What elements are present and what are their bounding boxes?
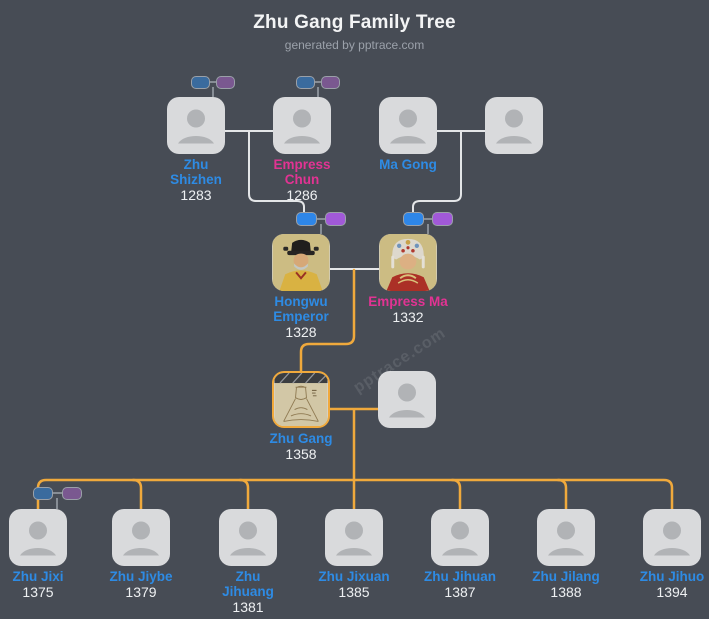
- person-name: Zhu Jihuan: [424, 569, 496, 584]
- person-name: Ma Gong: [379, 157, 437, 172]
- person-silhouette-icon: [548, 521, 584, 556]
- drop-line-child-6: [556, 478, 568, 511]
- person-silhouette-icon: [389, 383, 425, 418]
- person-silhouette-icon: [496, 109, 532, 144]
- person-name: Zhu Jiybe: [109, 569, 173, 584]
- person-birth-year: 1332: [392, 309, 424, 325]
- person-silhouette-icon: [230, 521, 266, 556]
- person-node-empress-ma: Empress Ma 1332: [368, 234, 448, 325]
- person-avatar[interactable]: [537, 509, 595, 566]
- person-silhouette-icon: [284, 109, 320, 144]
- person-birth-year: 1286: [286, 187, 318, 203]
- person-silhouette-icon: [654, 521, 690, 556]
- person-birth-year: 1375: [22, 584, 54, 600]
- person-avatar[interactable]: [272, 234, 330, 291]
- person-avatar-highlighted[interactable]: [272, 371, 330, 428]
- male-pill-icon[interactable]: [33, 487, 53, 500]
- drop-line-child-3: [238, 478, 250, 511]
- emperor-painting-portrait: [272, 234, 330, 291]
- spouse-pills-hongwu: [296, 212, 346, 226]
- person-name: Zhu Shizhen: [170, 157, 222, 187]
- female-pill-icon[interactable]: [432, 212, 453, 226]
- male-pill-icon[interactable]: [296, 212, 317, 226]
- person-avatar[interactable]: [273, 97, 331, 154]
- empress-painting-portrait: [379, 234, 437, 291]
- male-pill-icon[interactable]: [403, 212, 424, 226]
- female-pill-icon[interactable]: [216, 76, 235, 89]
- person-name: Zhu Jihuo: [639, 569, 705, 584]
- male-pill-icon[interactable]: [296, 76, 315, 89]
- person-name: Empress Ma: [368, 294, 448, 309]
- person-birth-year: 1358: [285, 446, 317, 462]
- person-silhouette-icon: [178, 109, 214, 144]
- person-node-empress-chun: Empress Chun 1286: [273, 97, 331, 203]
- person-avatar[interactable]: [167, 97, 225, 154]
- person-name: Hongwu Emperor: [273, 294, 329, 324]
- person-birth-year: 1394: [656, 584, 688, 600]
- person-avatar[interactable]: [112, 509, 170, 566]
- person-avatar[interactable]: [9, 509, 67, 566]
- person-silhouette-icon: [20, 521, 56, 556]
- person-avatar[interactable]: [219, 509, 277, 566]
- descent-line-to-empress-ma: [412, 130, 462, 214]
- spouse-pills-empress-ma: [403, 212, 453, 226]
- highlight-descent-to-zhu-gang: [299, 268, 356, 373]
- person-node-unknown-spouse-2: [378, 371, 436, 428]
- person-birth-year: 1328: [285, 324, 317, 340]
- person-name: Zhu Jilang: [532, 569, 600, 584]
- drop-line-child-5: [450, 478, 462, 511]
- person-node-zhu-jihuo: Zhu Jihuo 1394: [640, 509, 704, 600]
- person-name: Zhu Jixi: [12, 569, 64, 584]
- page-title: Zhu Gang Family Tree: [253, 12, 456, 33]
- person-node-hongwu-emperor: Hongwu Emperor 1328: [272, 234, 330, 340]
- page-subtitle: generated by pptrace.com: [284, 38, 425, 52]
- female-pill-icon[interactable]: [62, 487, 82, 500]
- ink-sketch-portrait: [274, 373, 328, 426]
- person-name: Zhu Jihuang: [222, 569, 274, 599]
- person-avatar[interactable]: [485, 97, 543, 154]
- person-avatar[interactable]: [643, 509, 701, 566]
- person-node-ma-gong: Ma Gong: [379, 97, 437, 172]
- person-name: Zhu Gang: [269, 431, 333, 446]
- person-avatar[interactable]: [378, 371, 436, 428]
- person-name: Zhu Jixuan: [318, 569, 390, 584]
- spouse-pills-empress-chun: [296, 76, 341, 89]
- person-node-zhu-jihuan: Zhu Jihuan 1387: [424, 509, 496, 600]
- header: Zhu Gang Family Tree generated by pptrac…: [0, 0, 709, 52]
- person-silhouette-icon: [123, 521, 159, 556]
- person-birth-year: 1381: [232, 599, 264, 615]
- person-node-zhu-jiybe: Zhu Jiybe 1379: [109, 509, 173, 600]
- person-node-zhu-gang: Zhu Gang 1358: [270, 371, 333, 462]
- person-birth-year: 1385: [338, 584, 370, 600]
- male-pill-icon[interactable]: [191, 76, 210, 89]
- person-birth-year: 1379: [125, 584, 157, 600]
- spouse-pills-zhu-shizhen: [191, 76, 236, 89]
- descent-line-to-hongwu: [248, 130, 305, 214]
- person-node-zhu-jixuan: Zhu Jixuan 1385: [318, 509, 390, 600]
- person-birth-year: 1283: [180, 187, 212, 203]
- spouse-pills-zhu-jixi: [33, 487, 83, 500]
- drop-line-child-2: [131, 478, 143, 511]
- person-node-zhu-shizhen: Zhu Shizhen 1283: [167, 97, 225, 203]
- person-name: Empress Chun: [273, 157, 331, 187]
- person-silhouette-icon: [390, 109, 426, 144]
- person-node-unknown-spouse-1: [485, 97, 543, 154]
- person-avatar[interactable]: [379, 234, 437, 291]
- person-avatar[interactable]: [325, 509, 383, 566]
- person-node-zhu-jihuang: Zhu Jihuang 1381: [219, 509, 277, 615]
- person-avatar[interactable]: [379, 97, 437, 154]
- person-silhouette-icon: [336, 521, 372, 556]
- female-pill-icon[interactable]: [325, 212, 346, 226]
- person-node-zhu-jilang: Zhu Jilang 1388: [532, 509, 600, 600]
- person-silhouette-icon: [442, 521, 478, 556]
- person-node-zhu-jixi: Zhu Jixi 1375: [9, 509, 67, 600]
- person-birth-year: 1387: [444, 584, 476, 600]
- female-pill-icon[interactable]: [321, 76, 340, 89]
- person-birth-year: 1388: [550, 584, 582, 600]
- person-avatar[interactable]: [431, 509, 489, 566]
